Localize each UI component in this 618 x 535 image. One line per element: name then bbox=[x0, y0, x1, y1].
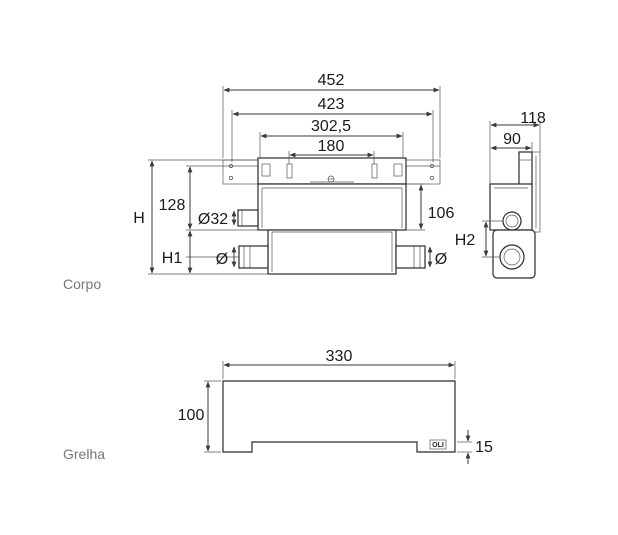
top-plate bbox=[257, 157, 407, 185]
outlet-left bbox=[238, 245, 269, 269]
dim-d-left: Ø bbox=[216, 251, 228, 268]
dim-330: 330 bbox=[326, 348, 353, 365]
dim-106: 106 bbox=[428, 205, 455, 222]
side-top-block bbox=[518, 151, 533, 187]
dim-423: 423 bbox=[318, 96, 345, 113]
dim-118: 118 bbox=[520, 110, 546, 127]
dim-h: H bbox=[133, 210, 145, 227]
dim-d-right: Ø bbox=[435, 251, 447, 268]
spigot-32 bbox=[237, 209, 259, 227]
dim-h1: H1 bbox=[162, 250, 183, 267]
lower-body bbox=[267, 229, 397, 275]
dim-15: 15 bbox=[475, 439, 493, 456]
dim-h2: H2 bbox=[455, 232, 476, 249]
dim-452: 452 bbox=[318, 72, 345, 89]
label-corpo: Corpo bbox=[63, 276, 101, 292]
body-side-view: 118 90 H2 bbox=[455, 110, 546, 279]
grate-outline bbox=[222, 380, 456, 453]
label-grelha: Grelha bbox=[63, 446, 105, 462]
body-front-view: 452 423 302,5 180 H 128 Ø32 H1 bbox=[133, 72, 455, 275]
dim-d32: Ø32 bbox=[198, 211, 228, 228]
dim-180: 180 bbox=[318, 138, 345, 155]
outlet-right bbox=[395, 245, 426, 269]
dim-90: 90 bbox=[503, 131, 521, 148]
dim-100: 100 bbox=[178, 407, 205, 424]
grate-mark: OLI bbox=[432, 442, 444, 449]
dim-302-5: 302,5 bbox=[311, 118, 351, 135]
grate-view: OLI 330 100 15 bbox=[178, 348, 493, 464]
main-box bbox=[257, 183, 407, 231]
dim-128: 128 bbox=[159, 197, 186, 214]
